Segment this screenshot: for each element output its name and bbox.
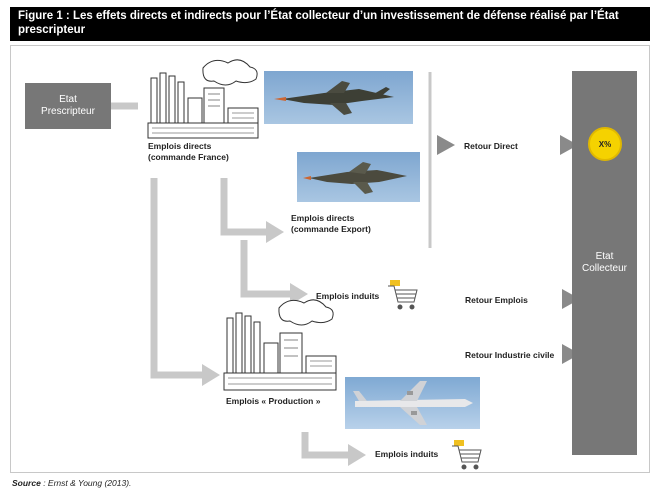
label-emplois-directs-france: Emplois directs (commande France) <box>148 141 229 162</box>
airliner-photo <box>345 377 480 429</box>
shopping-cart-icon <box>452 440 482 470</box>
source-note: Source : Ernst & Young (2013). <box>12 478 131 488</box>
percentage-badge: X% <box>588 127 622 161</box>
factory-icon <box>147 59 259 139</box>
arrowhead-induits-2 <box>348 444 366 466</box>
arrow-heads <box>202 221 366 466</box>
fighter-jet-photo <box>264 71 413 124</box>
fighter-jet-photo <box>297 152 420 202</box>
label-retour-direct: Retour Direct <box>464 141 518 151</box>
arrowhead-production <box>202 364 220 386</box>
arrow-to-production <box>150 178 205 379</box>
figure-title: Figure 1 : Les effets directs et indirec… <box>10 7 650 41</box>
source-text: : Ernst & Young (2013). <box>40 478 132 488</box>
label-retour-industrie: Retour Industrie civile <box>465 350 555 360</box>
source-label: Source <box>12 478 41 488</box>
arrowhead-induits-1 <box>290 283 308 305</box>
retour-triangles <box>437 135 580 364</box>
triangle-retour-emplois <box>562 289 580 309</box>
arrow-to-induits-2 <box>301 432 350 459</box>
arrow-to-induits-1 <box>240 240 292 298</box>
shopping-cart-icon <box>388 280 418 310</box>
connector-arrows <box>110 102 350 459</box>
etat-prescripteur-box: Etat Prescripteur <box>25 83 111 129</box>
label-emplois-induits-2: Emplois induits <box>375 449 439 459</box>
label-retour-emplois: Retour Emplois <box>465 295 528 305</box>
triangle-retour-direct-right <box>560 135 578 155</box>
triangle-retour-direct-left <box>437 135 455 155</box>
label-emplois-induits-1: Emplois induits <box>316 291 380 301</box>
arrowhead-export <box>266 221 284 243</box>
arrow-to-export <box>220 178 268 236</box>
triangle-retour-industrie <box>562 344 580 364</box>
label-emplois-directs-export: Emplois directs (commande Export) <box>291 213 371 234</box>
label-emplois-production: Emplois « Production » <box>226 396 321 406</box>
factory-icon <box>223 299 337 391</box>
